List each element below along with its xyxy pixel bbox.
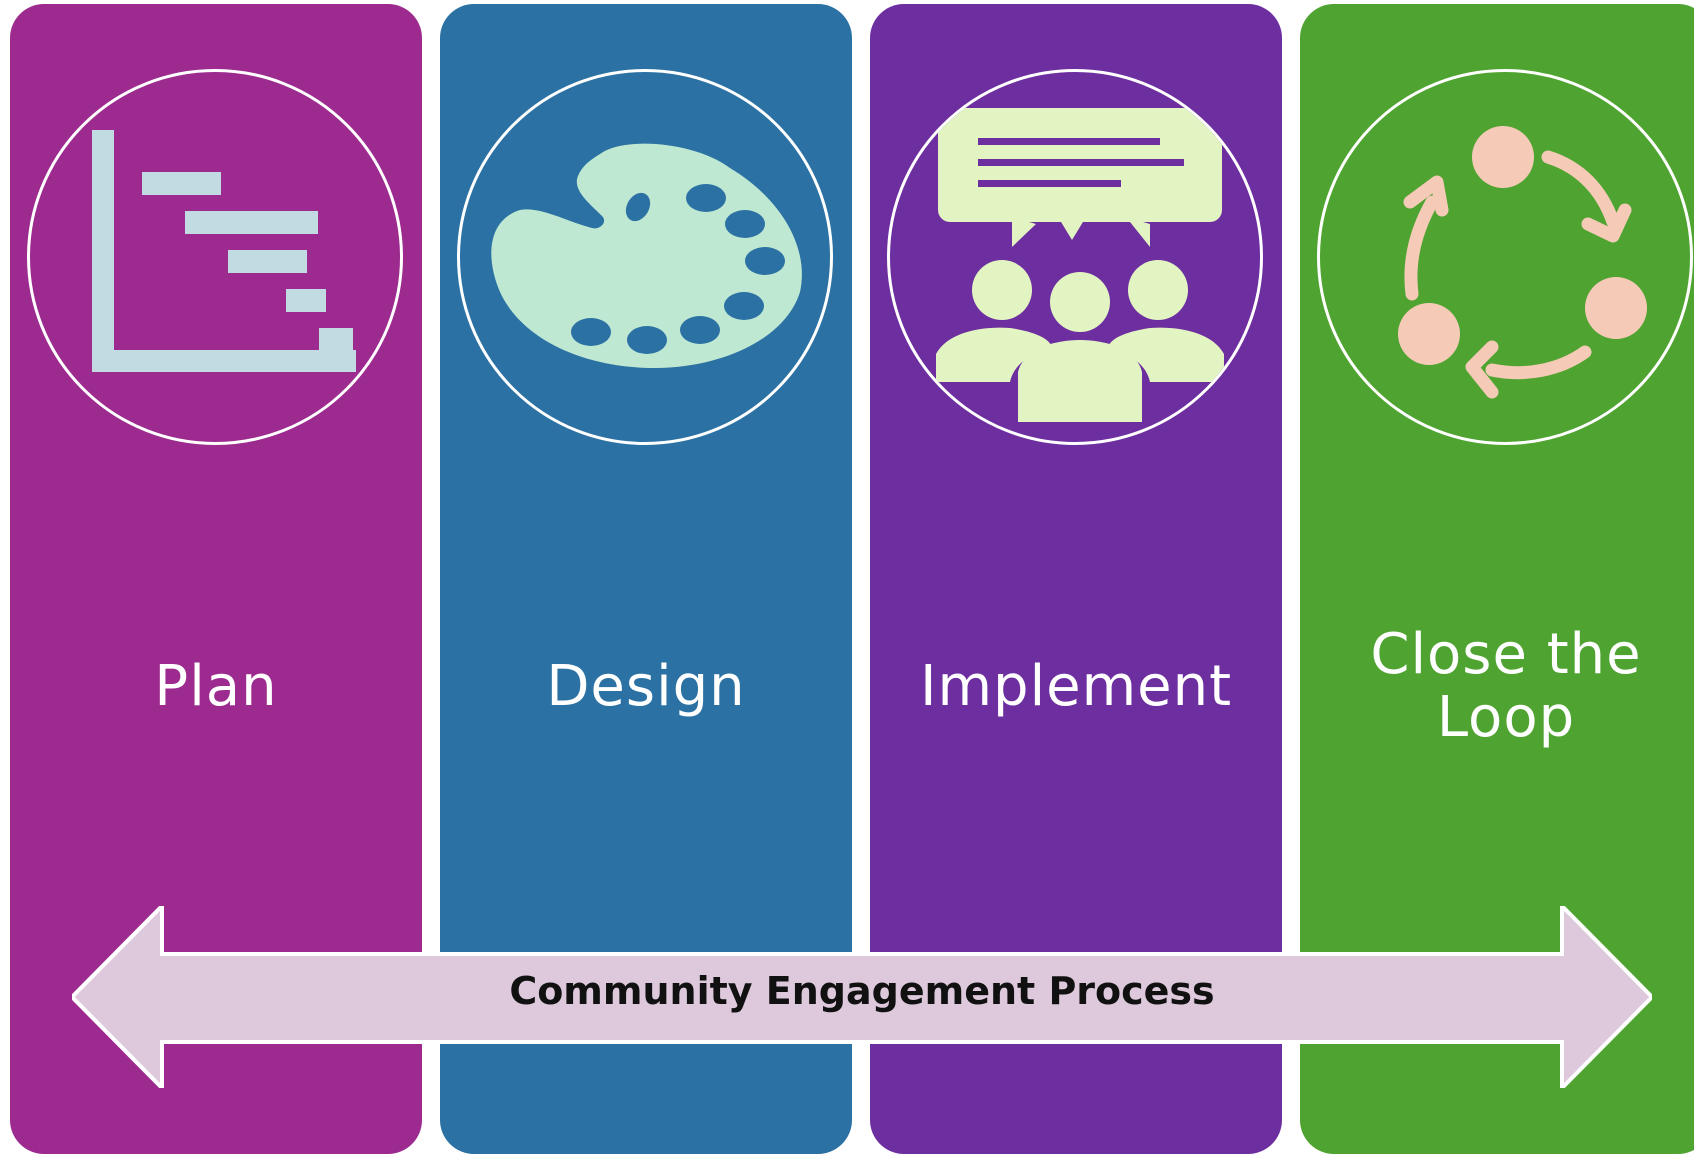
gantt-chart-icon	[27, 69, 403, 445]
process-arrow-label: Community Engagement Process	[509, 969, 1215, 1013]
stage-label: Close the Loop	[1370, 622, 1642, 750]
stage-label: Implement	[919, 654, 1233, 719]
community-feedback-icon	[887, 69, 1263, 445]
cycle-icon	[1317, 69, 1693, 445]
stage-label: Plan	[154, 654, 278, 719]
palette-icon	[457, 69, 833, 445]
double-headed-arrow-icon	[72, 906, 1652, 1088]
stage-label: Design	[546, 654, 746, 719]
